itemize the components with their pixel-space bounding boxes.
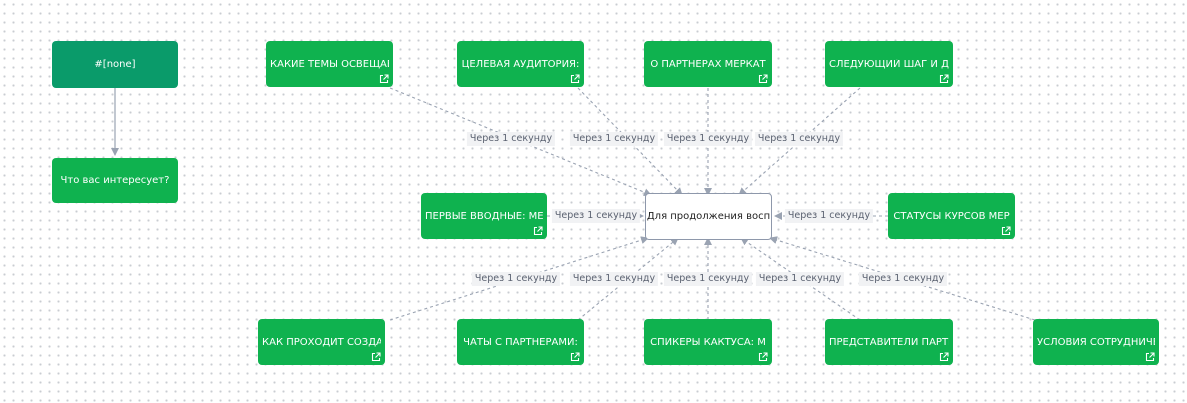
- external-link-icon[interactable]: [1145, 352, 1155, 362]
- edge-label: Через 1 секунду: [754, 132, 844, 146]
- topic-node[interactable]: О ПАРТНЕРАХ МЕРКАТ: [644, 41, 772, 87]
- topic-node[interactable]: КАК ПРОХОДИТ СОЗДАНИ: [258, 319, 385, 365]
- topic-node-label: О ПАРТНЕРАХ МЕРКАТ: [650, 58, 766, 70]
- external-link-icon[interactable]: [570, 74, 580, 84]
- edge-label: Через 1 секунду: [466, 132, 556, 146]
- topic-node-label: СЛЕДУЮЩИЙ ШАГ И ДАТА: [829, 58, 949, 70]
- topic-node[interactable]: СТАТУСЫ КУРСОВ МЕР: [888, 193, 1015, 239]
- topic-node-label: КАК ПРОХОДИТ СОЗДАНИ: [262, 336, 381, 348]
- topic-node-label: ПРЕДСТАВИТЕЛИ ПАРТНЕ: [829, 336, 949, 348]
- topic-node-label: ПЕРВЫЕ ВВОДНЫЕ: МЕ: [425, 210, 543, 222]
- start-node-label: #[none]: [94, 59, 136, 70]
- center-node-label: Для продолжения восп: [646, 211, 771, 222]
- question-node[interactable]: Что вас интересует?: [52, 158, 178, 203]
- topic-node[interactable]: ПЕРВЫЕ ВВОДНЫЕ: МЕ: [421, 193, 547, 239]
- topic-node[interactable]: ЧАТЫ С ПАРТНЕРАМИ:: [457, 319, 584, 365]
- edge-label: Через 1 секунду: [663, 132, 753, 146]
- edge-label: Через 1 секунду: [569, 272, 659, 286]
- edge-label: Через 1 секунду: [551, 209, 641, 223]
- edge-label: Через 1 секунду: [569, 132, 659, 146]
- topic-node-label: КАКИЕ ТЕМЫ ОСВЕЩАЕМ:: [270, 58, 389, 70]
- topic-node[interactable]: СЛЕДУЮЩИЙ ШАГ И ДАТА: [825, 41, 953, 87]
- topic-node[interactable]: УСЛОВИЯ СОТРУДНИЧЕСТ: [1033, 319, 1159, 365]
- edge-label: Через 1 секунду: [755, 272, 845, 286]
- edge-label: Через 1 секунду: [784, 209, 874, 223]
- external-link-icon[interactable]: [533, 226, 543, 236]
- topic-node[interactable]: ПРЕДСТАВИТЕЛИ ПАРТНЕ: [825, 319, 953, 365]
- edge-label: Через 1 секунду: [663, 272, 753, 286]
- external-link-icon[interactable]: [1001, 226, 1011, 236]
- topic-node-label: СПИКЕРЫ КАКТУСА: М: [650, 336, 766, 348]
- center-node[interactable]: Для продолжения восп: [645, 193, 772, 240]
- start-node[interactable]: #[none]: [52, 41, 178, 88]
- topic-node[interactable]: КАКИЕ ТЕМЫ ОСВЕЩАЕМ:: [266, 41, 393, 87]
- external-link-icon[interactable]: [939, 352, 949, 362]
- topic-node[interactable]: СПИКЕРЫ КАКТУСА: М: [644, 319, 772, 365]
- topic-node-label: ЦЕЛЕВАЯ АУДИТОРИЯ:: [461, 58, 580, 70]
- external-link-icon[interactable]: [758, 74, 768, 84]
- external-link-icon[interactable]: [379, 74, 389, 84]
- topic-node-label: СТАТУСЫ КУРСОВ МЕР: [893, 210, 1010, 222]
- edge-label: Через 1 секунду: [471, 272, 561, 286]
- edge-label: Через 1 секунду: [858, 272, 948, 286]
- topic-node[interactable]: ЦЕЛЕВАЯ АУДИТОРИЯ:: [457, 41, 584, 87]
- external-link-icon[interactable]: [758, 352, 768, 362]
- question-node-label: Что вас интересует?: [60, 175, 170, 186]
- topic-node-label: ЧАТЫ С ПАРТНЕРАМИ:: [463, 336, 578, 348]
- external-link-icon[interactable]: [939, 74, 949, 84]
- topic-node-label: УСЛОВИЯ СОТРУДНИЧЕСТ: [1037, 336, 1155, 348]
- external-link-icon[interactable]: [371, 352, 381, 362]
- edge-1: [389, 87, 652, 197]
- external-link-icon[interactable]: [570, 352, 580, 362]
